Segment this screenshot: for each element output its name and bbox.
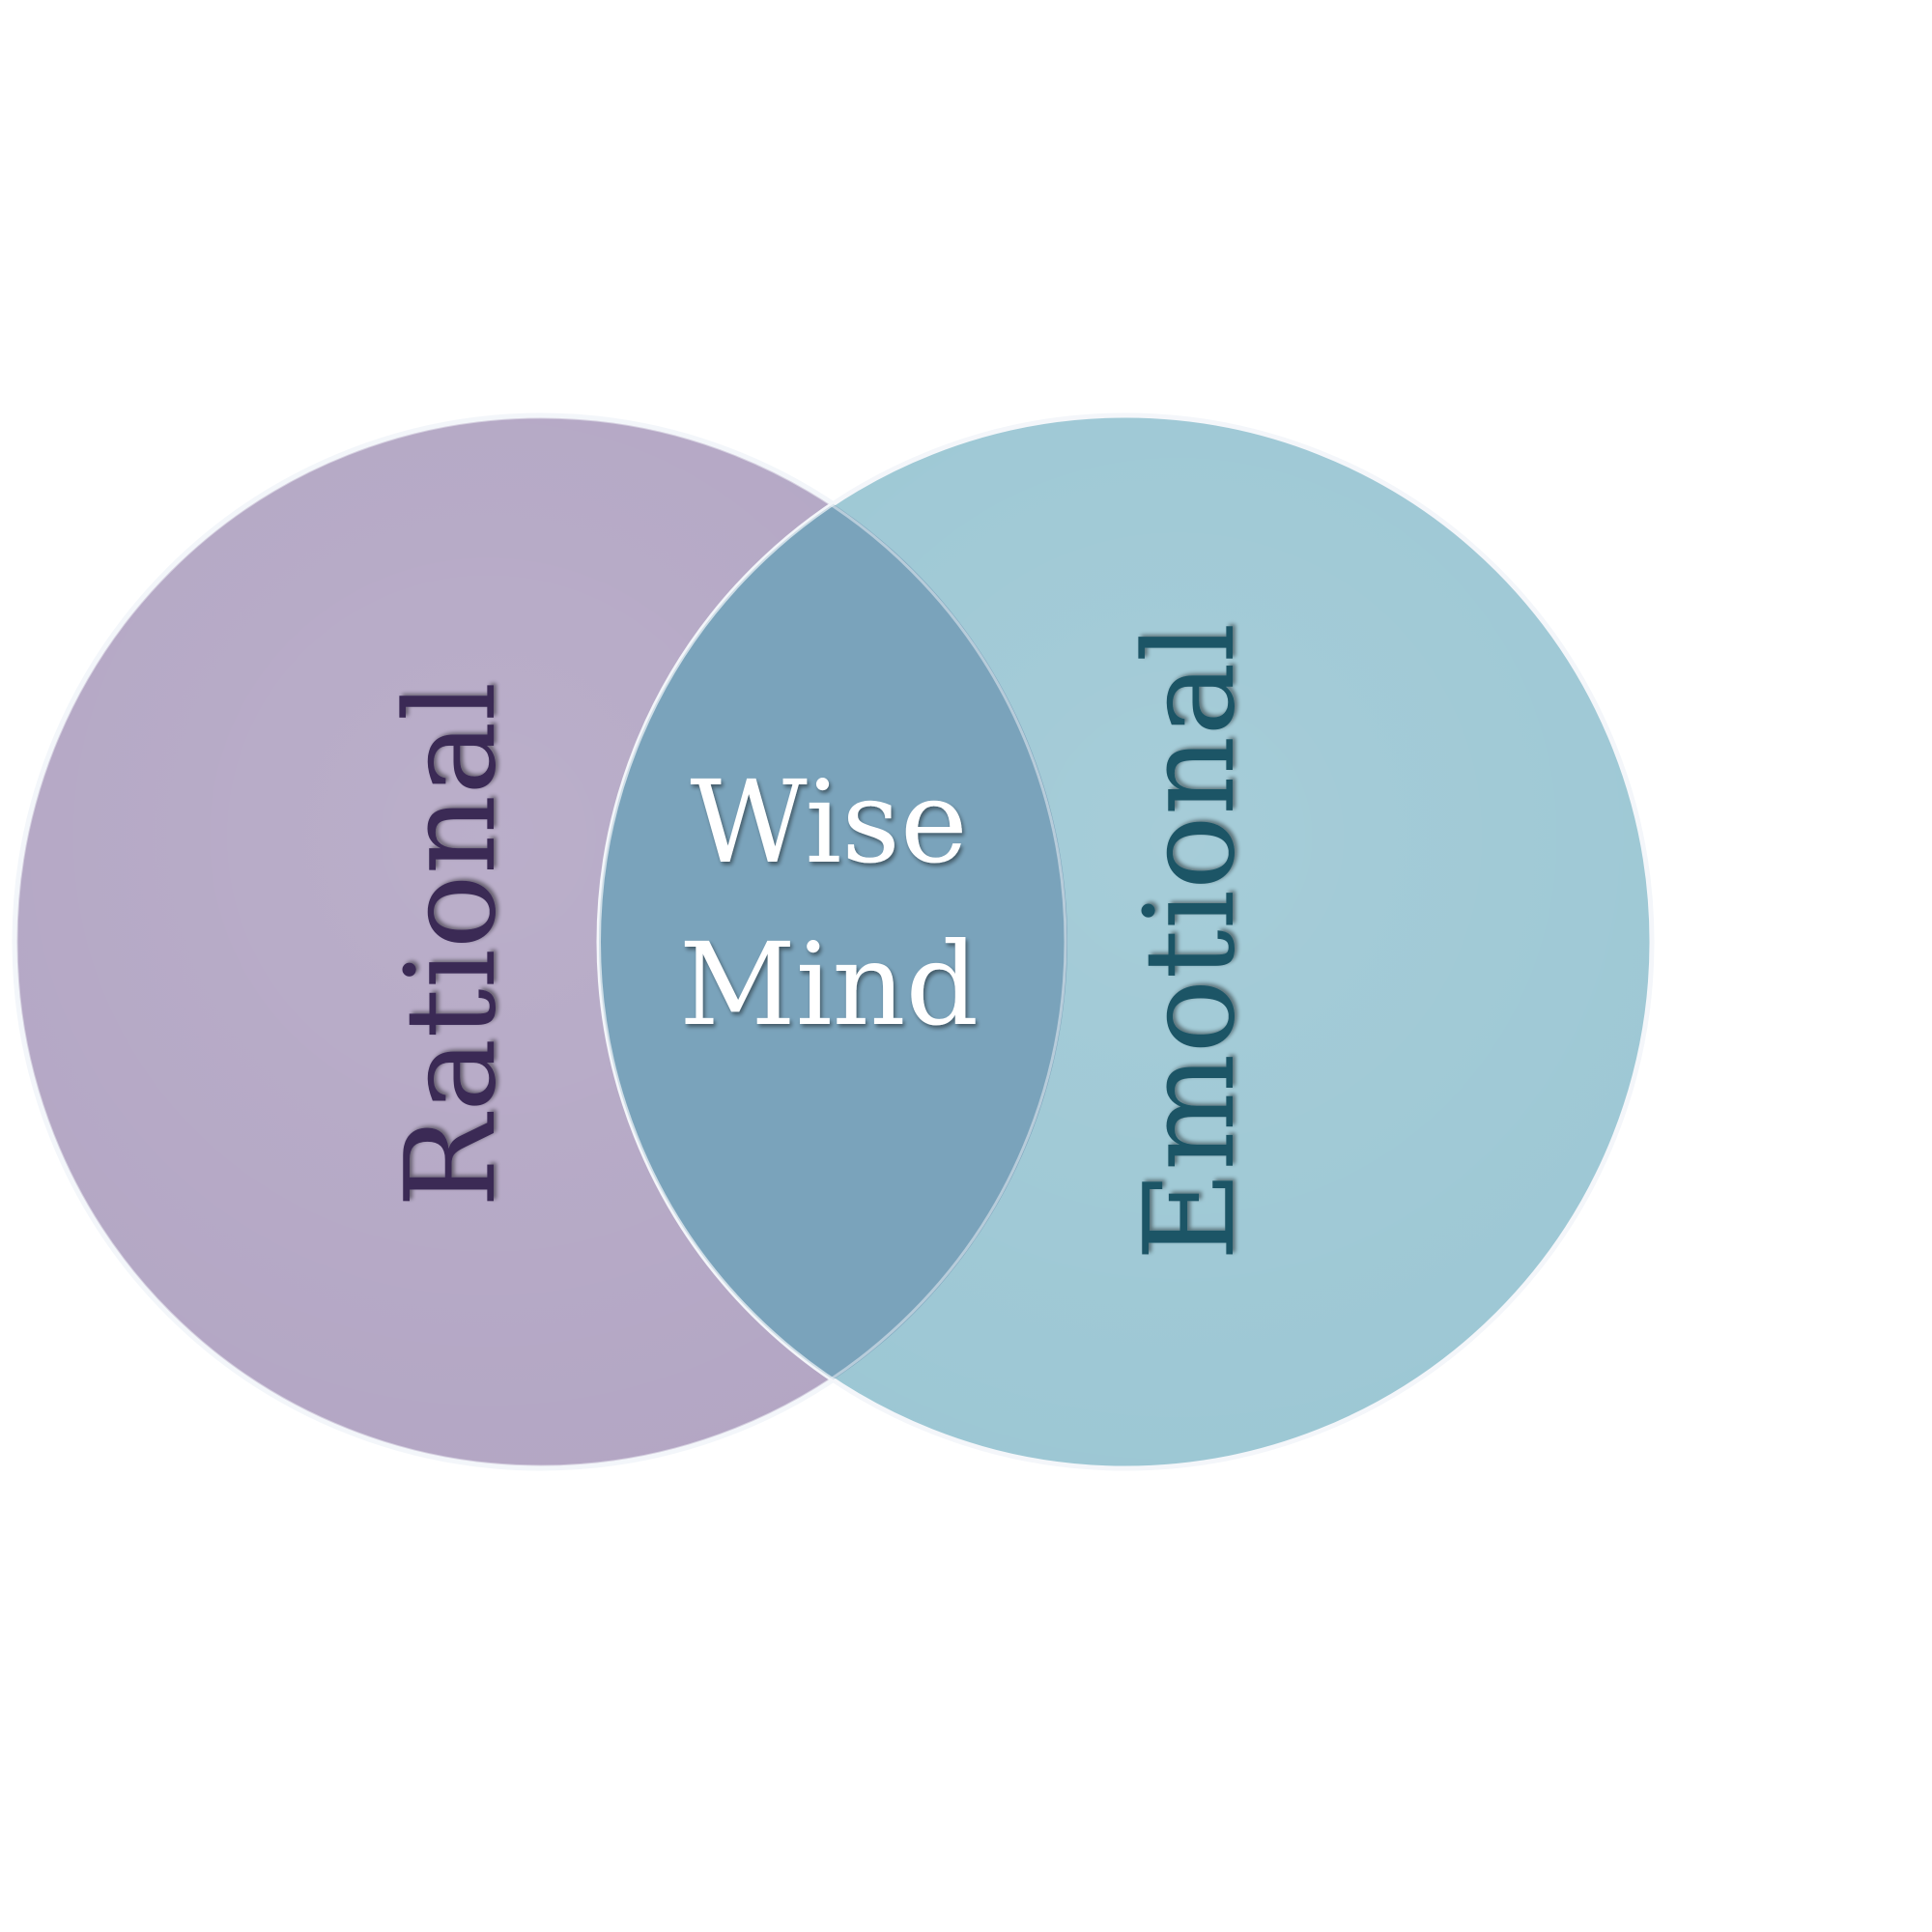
emotional-label: Emotional bbox=[1119, 623, 1263, 1262]
wise-mind-intersection bbox=[599, 415, 1067, 1468]
rational-circle-outline-inner bbox=[14, 415, 1067, 1468]
rational-label: Rational bbox=[380, 682, 524, 1208]
mind-label: Mind bbox=[679, 918, 979, 1051]
emotional-circle-outline bbox=[597, 413, 1654, 1470]
wise-label: Wise bbox=[690, 755, 967, 889]
